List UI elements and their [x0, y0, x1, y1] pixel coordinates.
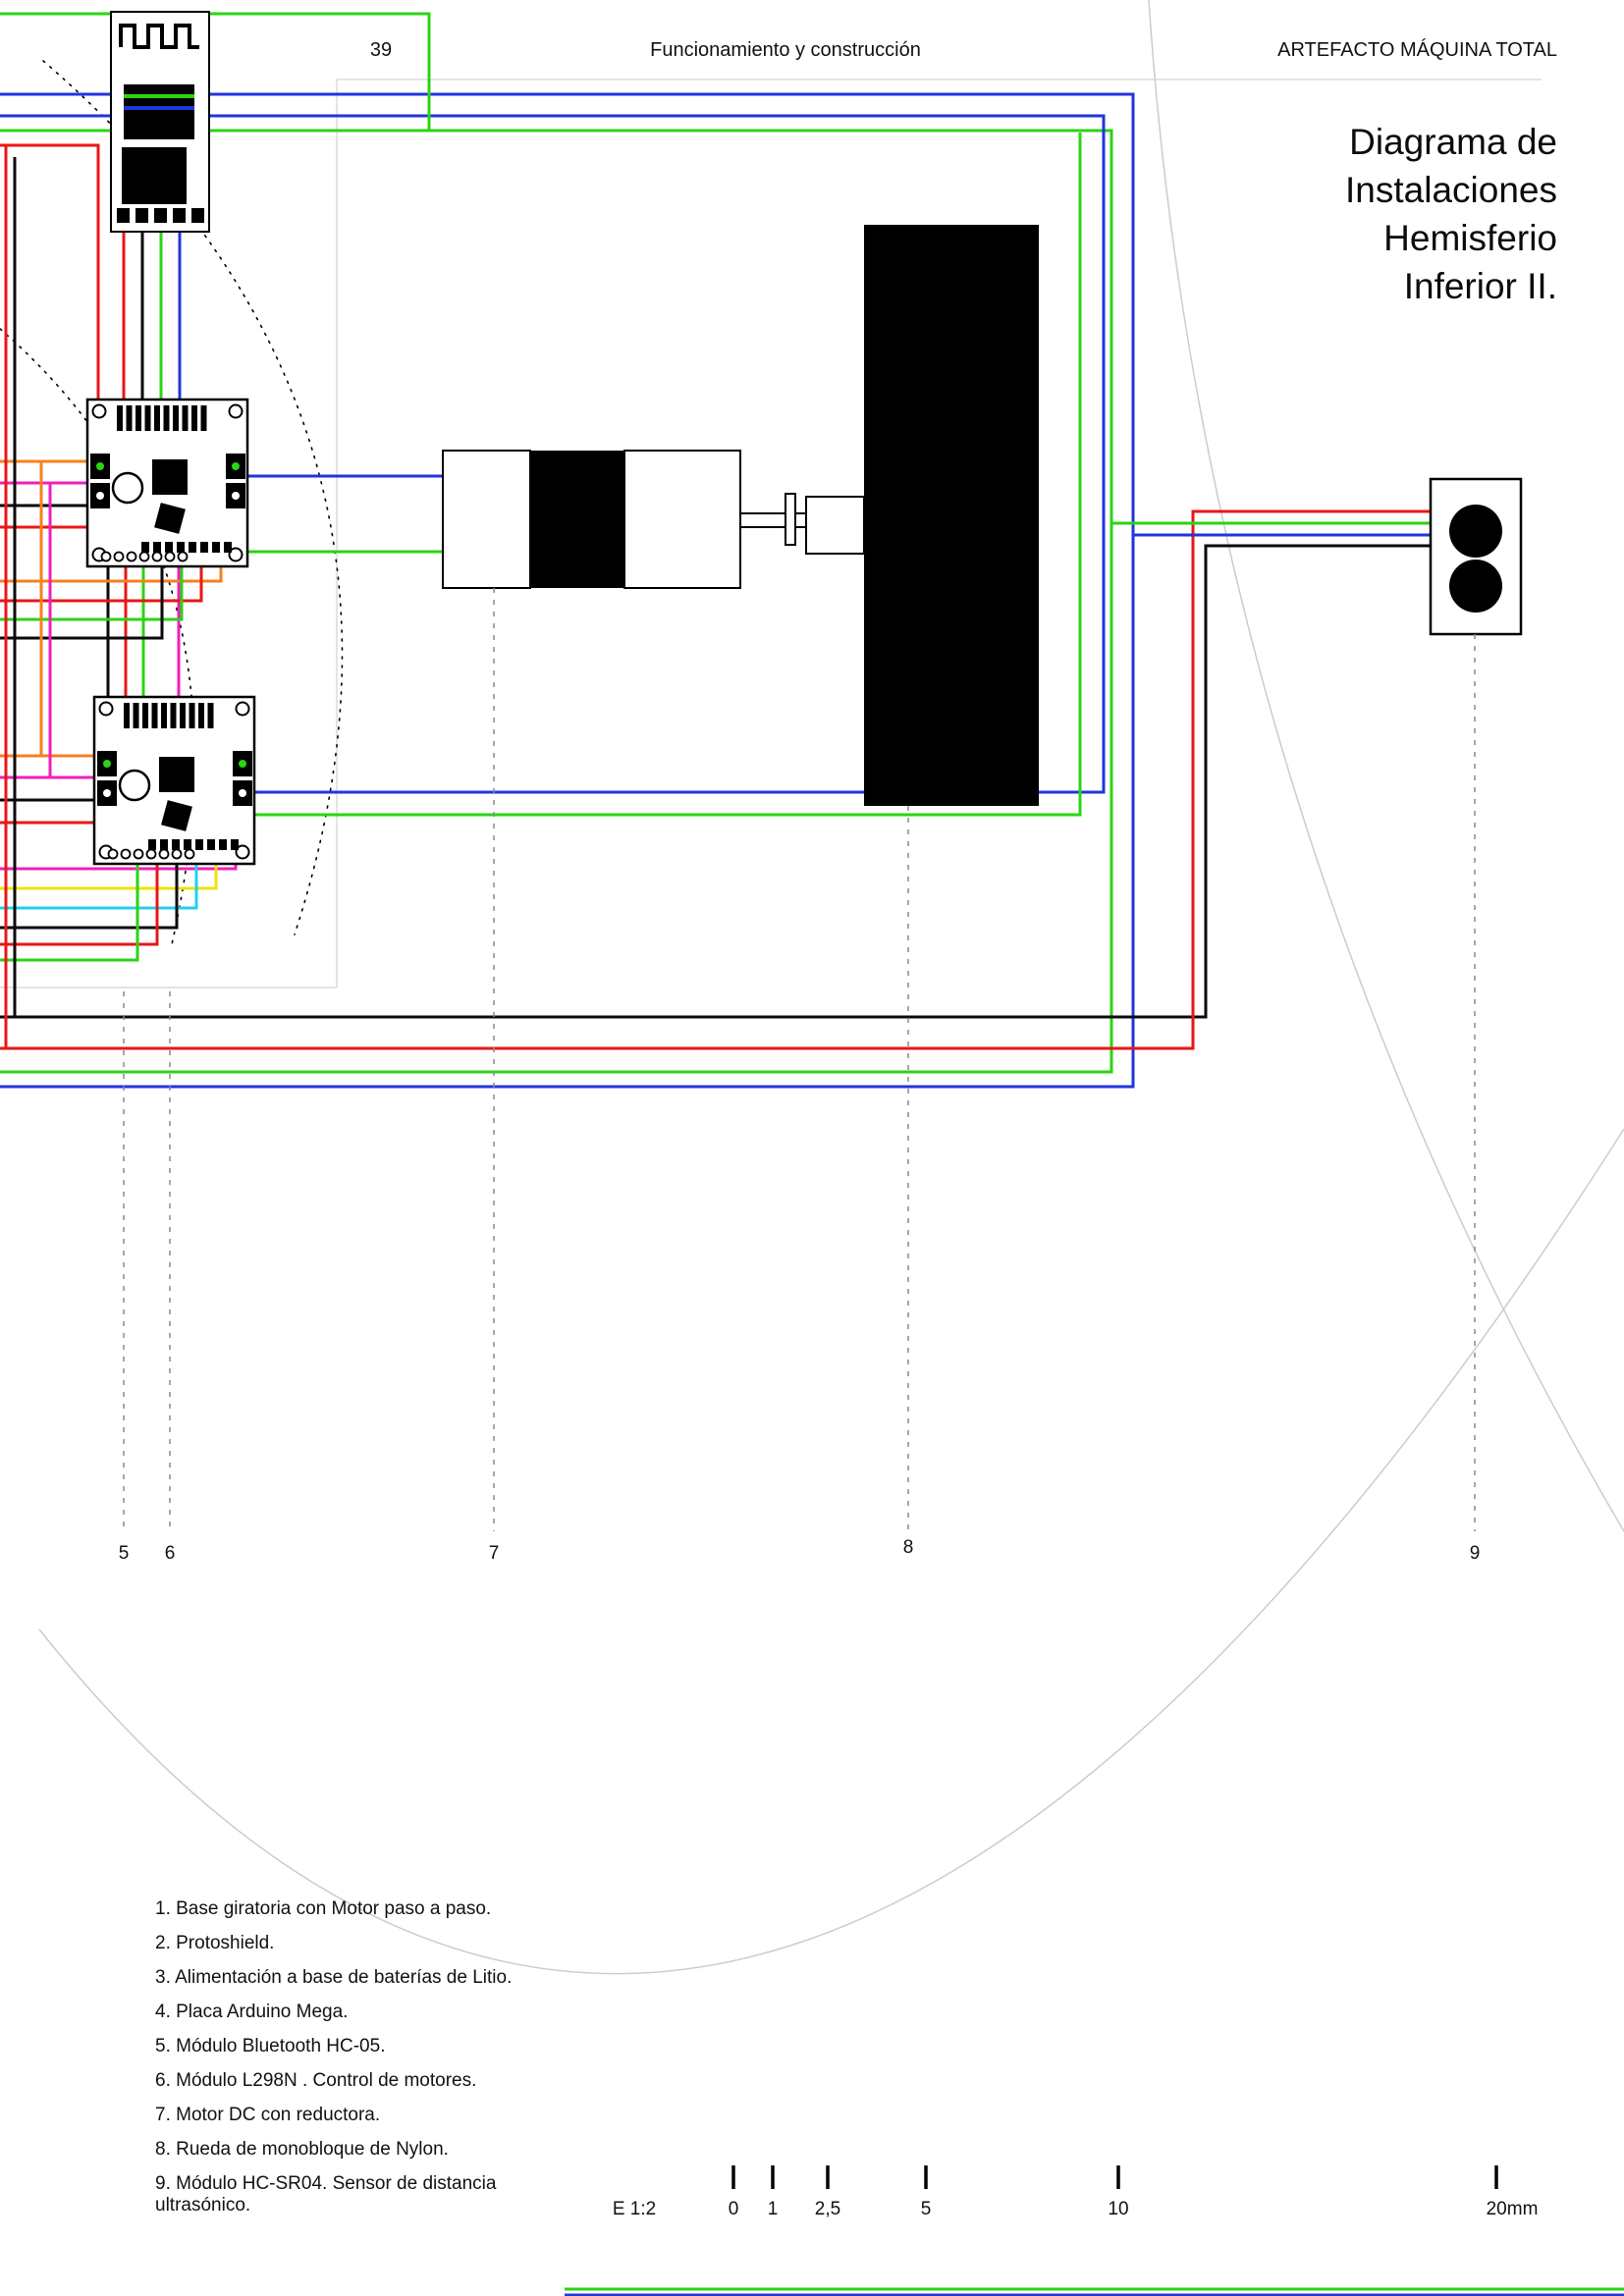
callout-9: 9 — [1469, 1543, 1481, 1564]
legend-item: 7. Motor DC con reductora. — [155, 2105, 381, 2125]
l298n-module-1 — [85, 398, 249, 568]
chip-small — [154, 503, 186, 534]
scale-tick-0: 0 — [728, 2199, 739, 2219]
diagram-title-line: Inferior II. — [1403, 266, 1557, 306]
nylon-wheel — [864, 225, 1039, 806]
antenna-trace — [119, 24, 199, 49]
wire-blue-inner — [0, 114, 1106, 794]
callout-8: 8 — [902, 1537, 914, 1558]
callout-6: 6 — [164, 1543, 176, 1564]
scale-tick-20: 20 — [1486, 2199, 1507, 2219]
legend-item: 9. Módulo HC-SR04. Sensor de distancia u… — [155, 2173, 497, 2216]
transducer-bottom — [1449, 560, 1502, 613]
scale-ratio: E 1:2 — [612, 2199, 657, 2219]
legend-item: 6. Módulo L298N . Control de motores. — [155, 2070, 477, 2091]
scale-tick-20mm: 20mm — [1487, 2199, 1539, 2220]
wire-green-inner — [254, 133, 1082, 817]
page-number: 39 — [369, 39, 393, 61]
l298n-module-2 — [92, 695, 256, 866]
capacitor — [118, 769, 151, 802]
bluetooth-hc05-module — [110, 11, 210, 233]
scale-tick-10: 10 — [1108, 2199, 1129, 2219]
wire-red-top — [0, 143, 100, 400]
pad-holes — [100, 551, 189, 562]
chip-small — [161, 800, 192, 831]
brand-title: ARTEFACTO MÁQUINA TOTAL — [1277, 39, 1557, 61]
callout-5: 5 — [118, 1543, 130, 1564]
hcsr04-ultrasonic-sensor — [1429, 477, 1523, 636]
callout-7: 7 — [488, 1543, 500, 1564]
legend-item: 4. Placa Arduino Mega. — [155, 2002, 349, 2022]
legend: 1. Base giratoria con Motor paso a paso.… — [155, 1898, 571, 2229]
pin-header — [124, 703, 214, 728]
legend-item: 2. Protoshield. — [155, 1933, 275, 1953]
dc-motor — [442, 450, 865, 589]
wire-red-sensor — [0, 509, 1431, 1050]
wires — [0, 12, 1624, 2296]
section-title: Funcionamiento y construcción — [650, 39, 921, 61]
construction-arcs — [38, 0, 1624, 1975]
legend-item: 5. Módulo Bluetooth HC-05. — [155, 2036, 386, 2056]
legend-item: 8. Rueda de monobloque de Nylon. — [155, 2139, 449, 2160]
chip — [159, 757, 194, 792]
wire-blue-outer — [0, 92, 1135, 1089]
diagram-title-line: Instalaciones — [1345, 170, 1557, 210]
diagram-title-line: Hemisferio — [1383, 218, 1557, 258]
transducer-top — [1449, 505, 1502, 558]
diagram-title: Diagrama de Instalaciones Hemisferio Inf… — [929, 118, 1557, 310]
scale-tick-1: 1 — [767, 2199, 779, 2219]
solder-pads — [148, 839, 239, 850]
frame-lines — [0, 79, 1542, 988]
scale-unit: mm — [1506, 2199, 1539, 2219]
scale-tick-2-5: 2,5 — [814, 2199, 841, 2219]
legend-item: 3. Alimentación a base de baterías de Li… — [155, 1967, 513, 1988]
wire-green-top — [0, 12, 431, 131]
scale-tick-5: 5 — [920, 2199, 932, 2219]
capacitor — [111, 471, 144, 505]
wire-black-sensor — [0, 544, 1431, 1019]
solder-pads — [141, 542, 232, 553]
shaft-pin — [785, 493, 796, 546]
coupling — [805, 496, 865, 555]
pad-holes — [107, 848, 195, 860]
diagram-title-line: Diagrama de — [1349, 122, 1557, 162]
callout-leaders — [123, 588, 1476, 1531]
scale-ticks — [731, 2165, 1498, 2189]
pin-header — [117, 405, 207, 431]
legend-item: 1. Base giratoria con Motor paso a paso. — [155, 1898, 492, 1919]
chip — [152, 459, 188, 495]
wire-green-outer — [0, 129, 1113, 1074]
